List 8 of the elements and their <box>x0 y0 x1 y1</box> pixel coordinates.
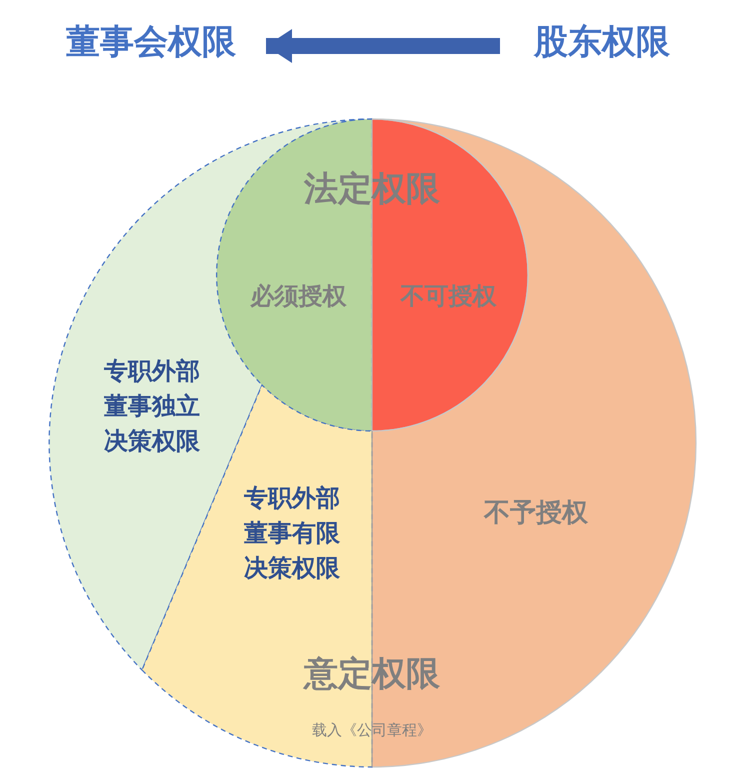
region-label: 不可授权 <box>399 281 498 312</box>
region-label: 专职外部董事有限决策权限 <box>243 483 341 584</box>
region-label: 不予授权 <box>482 497 590 530</box>
heading-text: 股东权限 <box>532 21 670 64</box>
arrow <box>266 29 500 63</box>
region-label: 必须授权 <box>249 281 348 312</box>
region-label: 专职外部董事独立决策权限 <box>103 356 201 457</box>
heading-text: 董事会权限 <box>66 21 237 64</box>
